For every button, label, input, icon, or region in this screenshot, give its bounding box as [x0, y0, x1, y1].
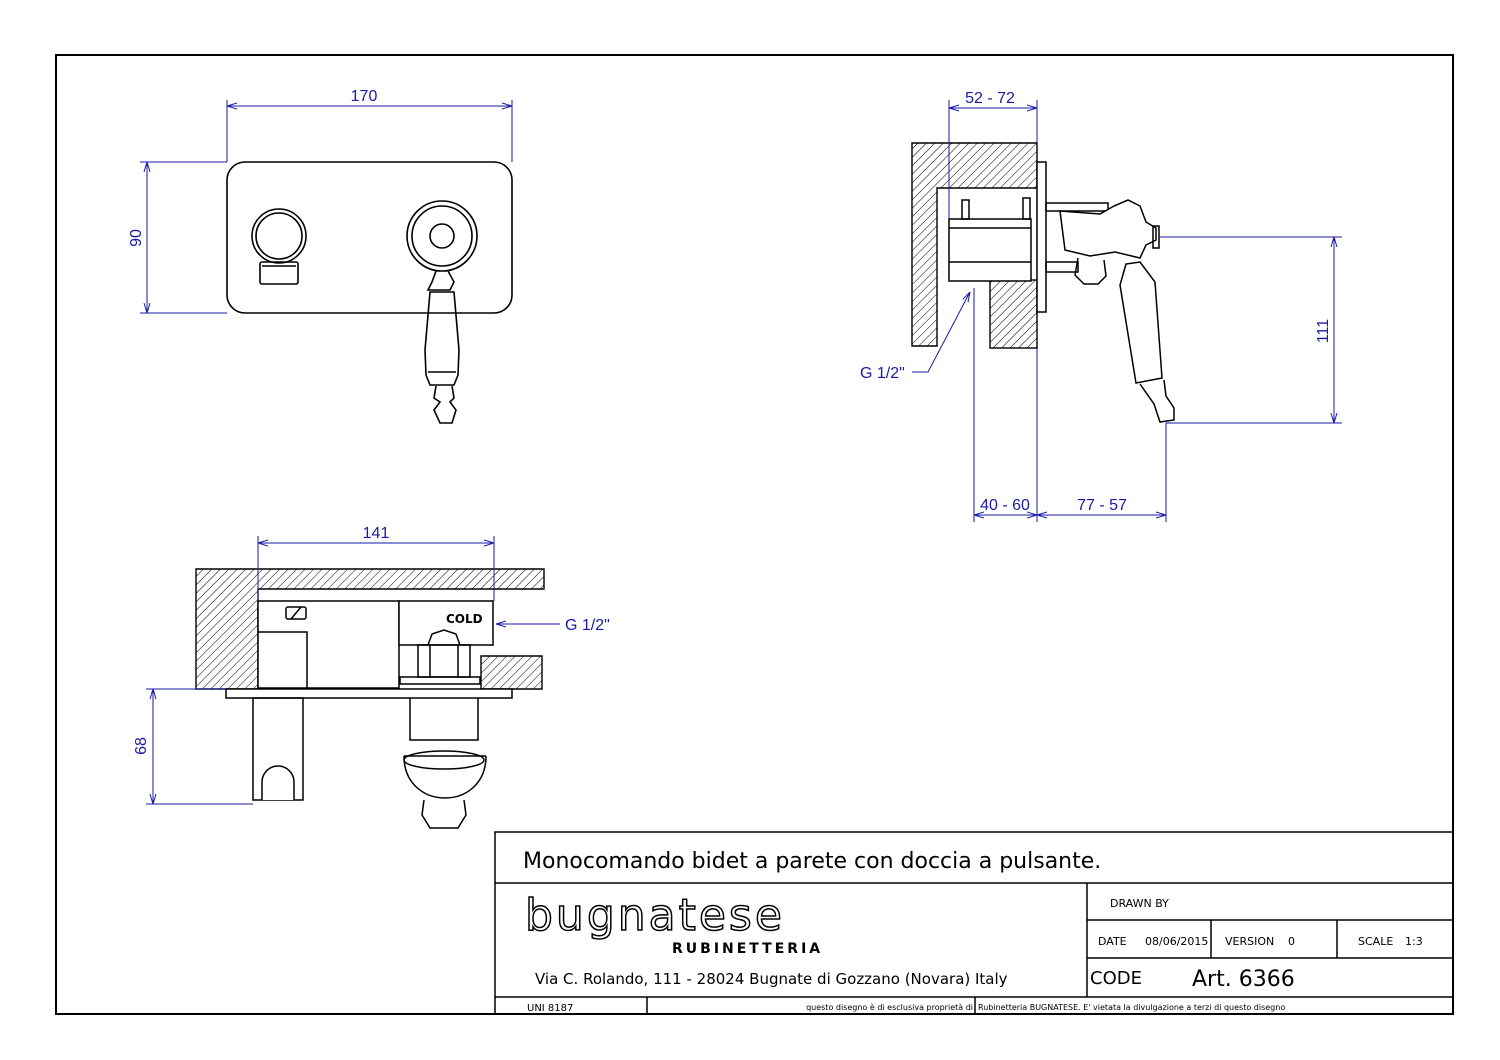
- company-address: Via C. Rolando, 111 - 28024 Bugnate di G…: [535, 970, 1008, 988]
- dim-side-projection: 77 - 57: [1077, 497, 1127, 514]
- top-dimensions: [146, 536, 560, 805]
- thread-label-side: G 1/2": [860, 365, 905, 382]
- drawn-by-label: DRAWN BY: [1110, 897, 1169, 910]
- dim-front-width: 170: [351, 88, 378, 105]
- front-dimensions: [140, 100, 513, 314]
- dim-side-height: 111: [1315, 319, 1332, 343]
- code-value: Art. 6366: [1192, 967, 1295, 992]
- ownership-notice-a: questo disegno è di esclusiva proprietà …: [806, 1002, 973, 1012]
- side-view: [911, 142, 1175, 423]
- date-value: 08/06/2015: [1145, 935, 1208, 948]
- thread-label-top: G 1/2": [565, 617, 610, 634]
- front-view: [226, 161, 513, 424]
- dim-top-height: 68: [133, 737, 150, 755]
- version-value: 0: [1288, 935, 1295, 948]
- side-dimensions: [912, 100, 1342, 522]
- dim-top-width: 141: [363, 525, 390, 542]
- dim-front-height: 90: [128, 229, 145, 247]
- title-block-lines: [494, 831, 1454, 1015]
- ownership-notice-b: Rubinetteria BUGNATESE. E' vietata la di…: [978, 1003, 1285, 1012]
- cold-label: COLD: [446, 612, 483, 626]
- code-label: CODE: [1090, 968, 1142, 989]
- date-label: DATE: [1098, 935, 1127, 948]
- standard-label: UNI 8187: [527, 1003, 573, 1014]
- top-view: COLD: [195, 568, 545, 829]
- version-label: VERSION: [1225, 935, 1274, 948]
- brand-subtitle: RUBINETTERIA: [672, 941, 823, 957]
- scale-label: SCALE: [1358, 935, 1393, 948]
- scale-value: 1:3: [1405, 935, 1423, 948]
- brand-logo: bugnatese: [525, 890, 785, 941]
- dim-side-depth-top: 52 - 72: [965, 90, 1015, 107]
- drawing-title: Monocomando bidet a parete con doccia a …: [523, 849, 1101, 874]
- dim-side-depth-bottom: 40 - 60: [980, 497, 1030, 514]
